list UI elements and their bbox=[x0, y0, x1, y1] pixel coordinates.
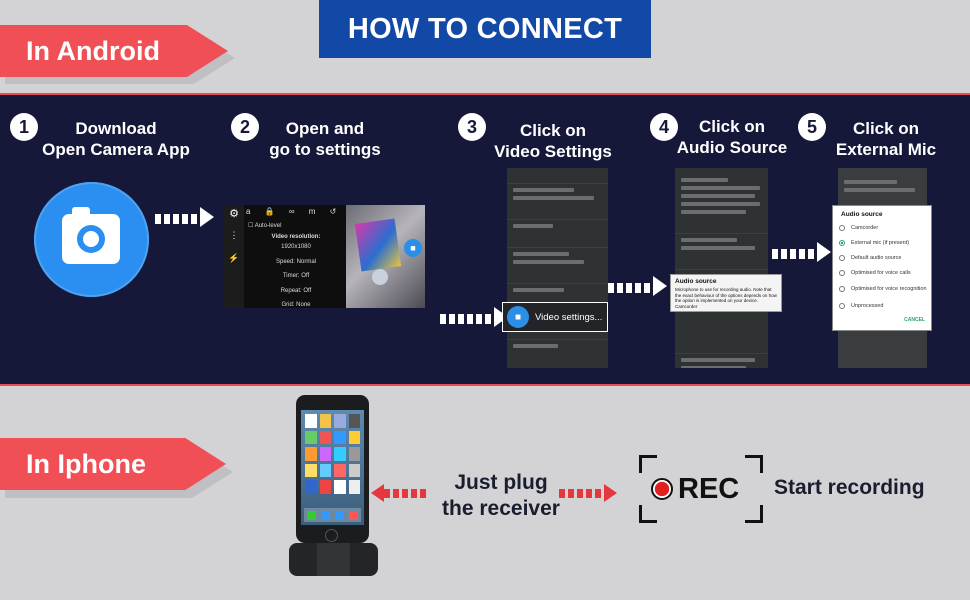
step-5-number: 5 bbox=[798, 113, 826, 141]
timer-setting[interactable]: Timer: Off bbox=[282, 273, 310, 279]
video-settings-button[interactable]: ■ Video settings... bbox=[502, 302, 608, 332]
video-camera-icon: ■ bbox=[507, 306, 529, 328]
rec-label: REC bbox=[678, 473, 740, 505]
iphone-tag: In Iphone bbox=[0, 438, 226, 490]
camera-settings-list: ☐ Auto-level Video resolution: 1920x1080… bbox=[248, 221, 344, 308]
camera-sidebar: ⚙ ⋮ ⚡ bbox=[224, 205, 244, 308]
camera-icon bbox=[62, 207, 120, 264]
arrow-right-icon bbox=[155, 207, 214, 228]
more-icon[interactable]: ⋮ bbox=[229, 230, 239, 240]
step-3-number: 3 bbox=[458, 113, 486, 141]
record-dot-icon bbox=[651, 478, 673, 500]
android-steps-panel bbox=[0, 93, 970, 386]
repeat-setting[interactable]: Repeat: Off bbox=[280, 287, 312, 294]
radio-option-unprocessed[interactable]: Unprocessed bbox=[833, 298, 931, 313]
camera-top-icons: a 🔒 ∞ m ↺ bbox=[246, 207, 343, 216]
audio-source-dialog: Audio source Camcorder External mic (if … bbox=[832, 205, 932, 331]
arrow-right-icon bbox=[440, 307, 508, 328]
radio-option-voice-recognition[interactable]: Optimised for voice recognition bbox=[833, 280, 931, 298]
step-2-number: 2 bbox=[231, 113, 259, 141]
video-record-button[interactable]: ■ bbox=[404, 239, 422, 257]
audio-source-current: Camcorder bbox=[675, 303, 698, 309]
arrow-right-icon bbox=[608, 276, 667, 297]
receiver-plug bbox=[317, 543, 350, 576]
step-1-number: 1 bbox=[10, 113, 38, 141]
rec-frame: REC bbox=[639, 455, 763, 523]
gear-icon[interactable]: ⚙ bbox=[229, 208, 239, 220]
flash-icon[interactable]: ⚡ bbox=[228, 253, 240, 263]
audio-source-popup[interactable]: Audio source Microphone to use for recor… bbox=[670, 274, 782, 312]
iphone-device bbox=[296, 395, 369, 543]
audio-source-description: Microphone to use for recording audio. N… bbox=[675, 287, 777, 303]
camera-settings-screenshot: ⚙ ⋮ ⚡ a 🔒 ∞ m ↺ ☐ Auto-level Video resol… bbox=[224, 205, 425, 308]
speed-setting[interactable]: Speed: Normal bbox=[275, 258, 317, 265]
open-camera-app-icon[interactable] bbox=[34, 182, 149, 297]
iphone-screen bbox=[301, 410, 364, 525]
radio-option-external-mic[interactable]: External mic (if present) bbox=[833, 235, 931, 250]
video-settings-screenshot bbox=[507, 168, 608, 368]
receiver-dock bbox=[289, 543, 378, 576]
video-resolution-label: Video resolution: bbox=[271, 233, 321, 240]
video-resolution-value[interactable]: 1920x1080 bbox=[281, 244, 311, 250]
radio-option-default[interactable]: Default audio source bbox=[833, 250, 931, 265]
radio-option-voice-calls[interactable]: Optimised for voice calls bbox=[833, 265, 931, 280]
arrow-right-icon bbox=[772, 242, 831, 263]
android-tag: In Android bbox=[0, 25, 228, 77]
grid-setting[interactable]: Grid: None bbox=[281, 302, 311, 308]
preview-poster bbox=[354, 218, 402, 272]
dialog-title: Audio source bbox=[841, 211, 883, 218]
home-button-icon bbox=[325, 529, 338, 542]
start-recording-text: Start recording bbox=[774, 476, 925, 499]
audio-settings-screenshot bbox=[675, 168, 768, 368]
camera-preview: ■ bbox=[346, 205, 425, 308]
page-title: HOW TO CONNECT bbox=[319, 0, 651, 58]
arrow-left-icon bbox=[371, 484, 429, 502]
radio-option-camcorder[interactable]: Camcorder bbox=[833, 220, 931, 235]
arrow-right-icon bbox=[559, 484, 617, 502]
audio-source-title: Audio source bbox=[675, 278, 717, 285]
iphone-dock bbox=[304, 508, 361, 522]
app-grid bbox=[305, 414, 360, 494]
step-4-number: 4 bbox=[650, 113, 678, 141]
preview-object bbox=[372, 269, 388, 285]
cancel-button[interactable]: CANCEL bbox=[904, 317, 925, 323]
auto-level-checkbox[interactable]: ☐ Auto-level bbox=[248, 223, 282, 229]
